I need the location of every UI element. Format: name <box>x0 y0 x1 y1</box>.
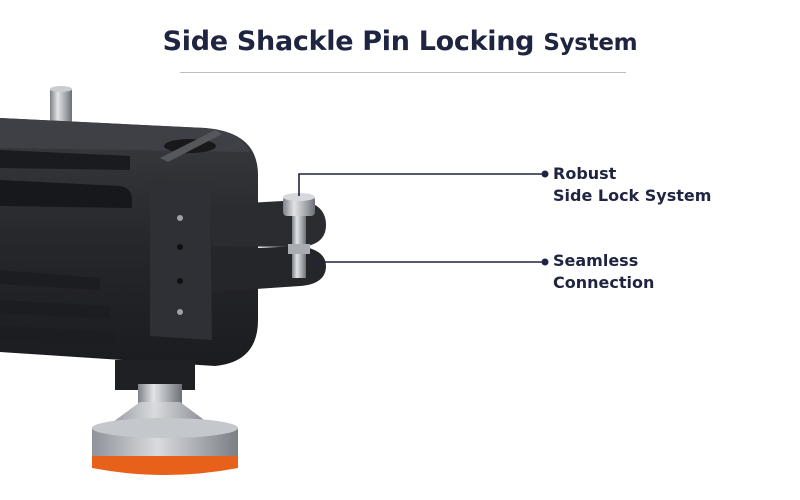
title-main: Side Shackle Pin Locking <box>162 26 535 57</box>
title-divider <box>180 72 626 73</box>
side-holes <box>177 215 183 315</box>
leveling-foot <box>92 360 238 475</box>
callout-lines <box>298 170 549 266</box>
device-body <box>0 118 258 366</box>
callout-2-line2: Connection <box>553 273 655 292</box>
callout-1-line1: Robust <box>553 164 617 183</box>
callout-robust-side-lock: Robust Side Lock System <box>553 163 711 207</box>
page-title: Side Shackle Pin Locking System <box>0 26 800 57</box>
shackle-lock <box>212 193 326 292</box>
title-suffix: System <box>543 30 638 56</box>
callout-2-line1: Seamless <box>553 251 639 270</box>
callout-seamless-connection: Seamless Connection <box>553 250 654 294</box>
callout-1-line2: Side Lock System <box>553 186 712 205</box>
